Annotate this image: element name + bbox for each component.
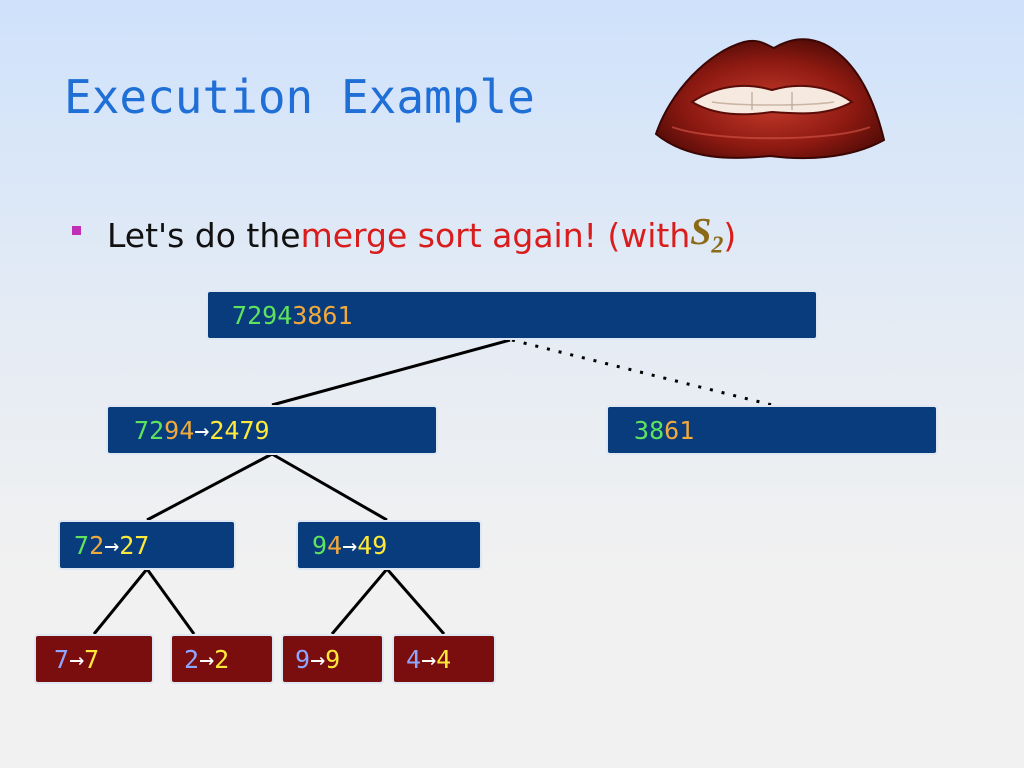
edge-left-ll: [146, 452, 273, 522]
tree-leaf-4: 4 → 4: [392, 634, 496, 684]
root-digit: 2: [247, 300, 263, 330]
edge-lr-leaf3: [330, 568, 389, 635]
root-digit: 9: [262, 300, 278, 330]
bullet-text-red: merge sort again! (with: [300, 215, 691, 255]
left-input-digit: 7: [134, 415, 150, 445]
root-digit: 1: [337, 300, 353, 330]
s-subscript: 2: [711, 232, 724, 259]
tree-node-right: 3 8 6 1: [606, 405, 938, 455]
lr-input-digit: 9: [312, 530, 328, 560]
root-digit: 3: [292, 300, 308, 330]
arrow-icon: →: [342, 530, 358, 560]
ll-input-digit: 7: [74, 530, 90, 560]
edge-left-lr: [271, 452, 388, 522]
right-input-digit: 6: [664, 415, 680, 445]
tree-node-lr: 9 4→ 4 9: [296, 520, 482, 570]
ll-output-digit: 7: [134, 530, 150, 560]
left-output-digit: 9: [254, 415, 270, 445]
edge-ll-leaf1: [92, 568, 149, 635]
left-input-digit: 9: [164, 415, 180, 445]
left-output-digit: 7: [239, 415, 255, 445]
edge-root-left: [271, 338, 511, 407]
left-input-digit: 4: [179, 415, 195, 445]
arrow-icon: →: [199, 644, 215, 674]
tree-leaf-3: 9 → 9: [281, 634, 384, 684]
left-output-digit: 2: [209, 415, 225, 445]
leaf-input: 7: [54, 644, 70, 674]
leaf-output: 7: [84, 644, 100, 674]
right-input-digit: 1: [679, 415, 695, 445]
s-letter: S: [690, 211, 712, 254]
bullet-item: Let's do the merge sort again! (with S2 …: [72, 210, 736, 260]
edge-lr-leaf4: [385, 568, 446, 635]
root-digit: 6: [322, 300, 338, 330]
root-digit: 7: [232, 300, 248, 330]
right-input-digit: 3: [634, 415, 650, 445]
tree-node-root: 7 2 9 4 3 8 6 1: [206, 290, 818, 340]
arrow-icon: →: [310, 644, 326, 674]
ll-output-digit: 2: [119, 530, 135, 560]
root-digit: 4: [277, 300, 293, 330]
tree-node-left: 7 2 9 4→ 2 4 7 9: [106, 405, 438, 455]
right-input-digit: 8: [649, 415, 665, 445]
edge-root-right: [511, 338, 773, 407]
left-input-digit: 2: [149, 415, 165, 445]
left-output-digit: 4: [224, 415, 240, 445]
lr-output-digit: 4: [357, 530, 373, 560]
lips-image: [654, 38, 886, 160]
leaf-output: 4: [436, 644, 452, 674]
leaf-input: 2: [184, 644, 200, 674]
slide-title: Execution Example: [64, 70, 535, 124]
leaf-input: 9: [295, 644, 311, 674]
tree-leaf-1: 7 → 7: [34, 634, 154, 684]
arrow-icon: →: [104, 530, 120, 560]
arrow-icon: →: [421, 644, 437, 674]
leaf-input: 4: [406, 644, 422, 674]
ll-input-digit: 2: [89, 530, 105, 560]
root-digit: 8: [307, 300, 323, 330]
s2-symbol: S2: [690, 210, 723, 260]
leaf-output: 2: [214, 644, 230, 674]
edge-ll-leaf2: [145, 568, 196, 635]
lr-input-digit: 4: [327, 530, 343, 560]
tree-node-ll: 7 2→2 7: [58, 520, 236, 570]
tree-leaf-2: 2 → 2: [170, 634, 274, 684]
arrow-icon: →: [194, 415, 210, 445]
bullet-text-plain: Let's do the: [107, 215, 301, 255]
leaf-output: 9: [325, 644, 341, 674]
arrow-icon: →: [69, 644, 85, 674]
bullet-close-paren: ): [723, 215, 737, 255]
bullet-marker: [72, 225, 81, 235]
lr-output-digit: 9: [372, 530, 388, 560]
